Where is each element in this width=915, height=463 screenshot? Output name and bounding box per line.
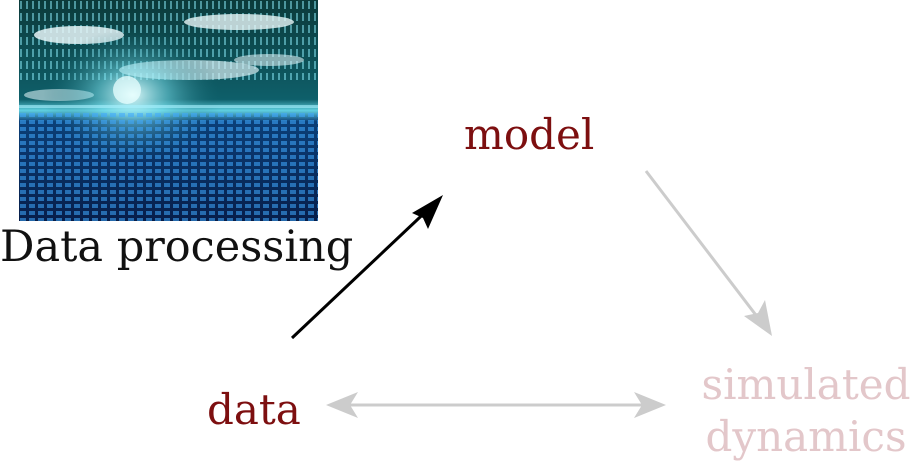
- simulated-label: simulated: [701, 360, 911, 409]
- simulated-dynamics-node: simulated dynamics: [700, 359, 912, 463]
- image-caption: Data processing: [0, 222, 354, 272]
- data-node: data: [207, 385, 301, 434]
- dynamics-label: dynamics: [705, 412, 907, 461]
- arrow-model-to-simulated: [644, 170, 772, 336]
- arrow-data-simulated-bidirectional: [326, 392, 666, 418]
- model-node: model: [464, 110, 595, 159]
- data-processing-image: [19, 0, 318, 221]
